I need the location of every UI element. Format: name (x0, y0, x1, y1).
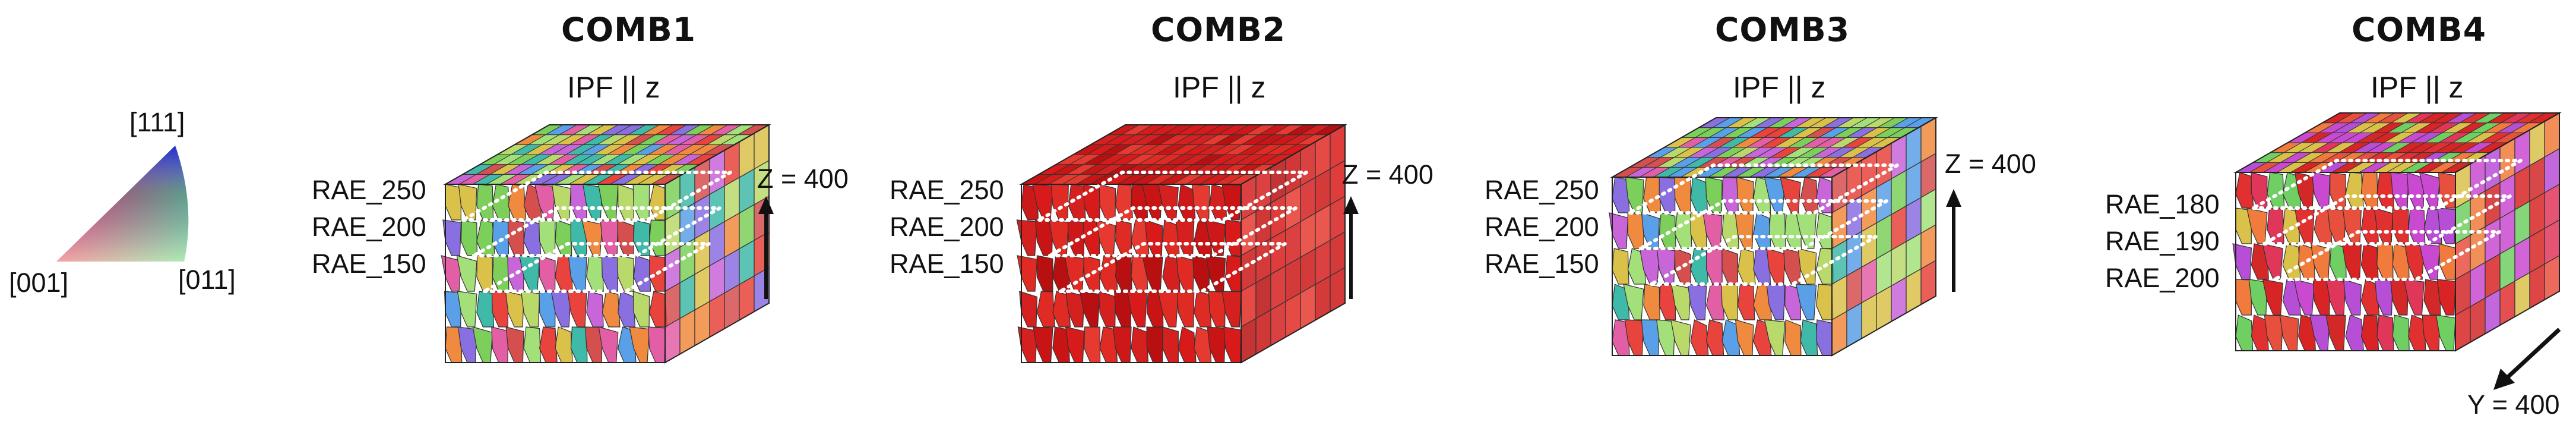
layer-boundaries (1032, 171, 1314, 293)
panel-subtitle: IPF || z (1733, 71, 1826, 104)
layer-label: RAE_200 (1485, 212, 1599, 242)
direction-label: Z = 400 (1945, 149, 2036, 179)
ipf-label-111: [111] (129, 107, 185, 137)
grain-block (1609, 117, 1938, 357)
layer-label: RAE_250 (890, 175, 1004, 205)
layer-label: RAE_180 (2105, 189, 2220, 219)
layer-label: RAE_200 (890, 212, 1004, 242)
panel-subtitle: IPF || z (1173, 71, 1266, 104)
block-side-face (2455, 112, 2560, 352)
grain-block (1016, 124, 1347, 364)
direction-label: Z = 400 (757, 163, 849, 194)
grain-block (441, 124, 771, 364)
direction-label: Z = 400 (1342, 159, 1433, 190)
block-side-face (1831, 117, 1936, 357)
layer-boundaries (1623, 163, 1904, 286)
ipf-label-001: [001] (9, 268, 69, 298)
block-front-face (441, 184, 668, 363)
layer-label: RAE_250 (312, 175, 426, 205)
up-arrow-icon (1343, 196, 1359, 299)
block-front-face (1609, 177, 1835, 356)
block-front-face (1016, 184, 1243, 363)
panel-title: COMB2 (1151, 11, 1286, 49)
grain-block (2232, 112, 2562, 352)
block-front-face (2232, 172, 2456, 351)
layer-label: RAE_150 (890, 248, 1004, 279)
layer-label: RAE_250 (1485, 175, 1599, 205)
layer-label: RAE_150 (312, 248, 426, 279)
block-top-face (2235, 112, 2561, 173)
layer-label: RAE_150 (1485, 248, 1599, 279)
layer-boundaries (456, 171, 738, 293)
panel-subtitle: IPF || z (2371, 71, 2464, 104)
layer-label: RAE_200 (2105, 263, 2220, 293)
layer-boundaries (2246, 159, 2528, 281)
panel-title: COMB1 (561, 11, 697, 49)
up-arrow-icon (758, 196, 774, 299)
block-top-face (444, 124, 770, 185)
panel-title: COMB4 (2352, 11, 2487, 49)
block-top-face (1020, 124, 1346, 185)
block-side-face (664, 124, 770, 364)
panel-subtitle: IPF || z (567, 71, 660, 104)
layer-label: RAE_200 (312, 212, 426, 242)
direction-label: Y = 400 (2467, 389, 2560, 420)
diagonal-arrow-icon (2493, 328, 2561, 390)
ipf-triangle (56, 146, 189, 262)
up-arrow-icon (1946, 189, 1961, 292)
ipf-label-011: [011] (178, 265, 236, 295)
panel-title: COMB3 (1715, 11, 1850, 49)
layer-label: RAE_190 (2105, 226, 2220, 256)
